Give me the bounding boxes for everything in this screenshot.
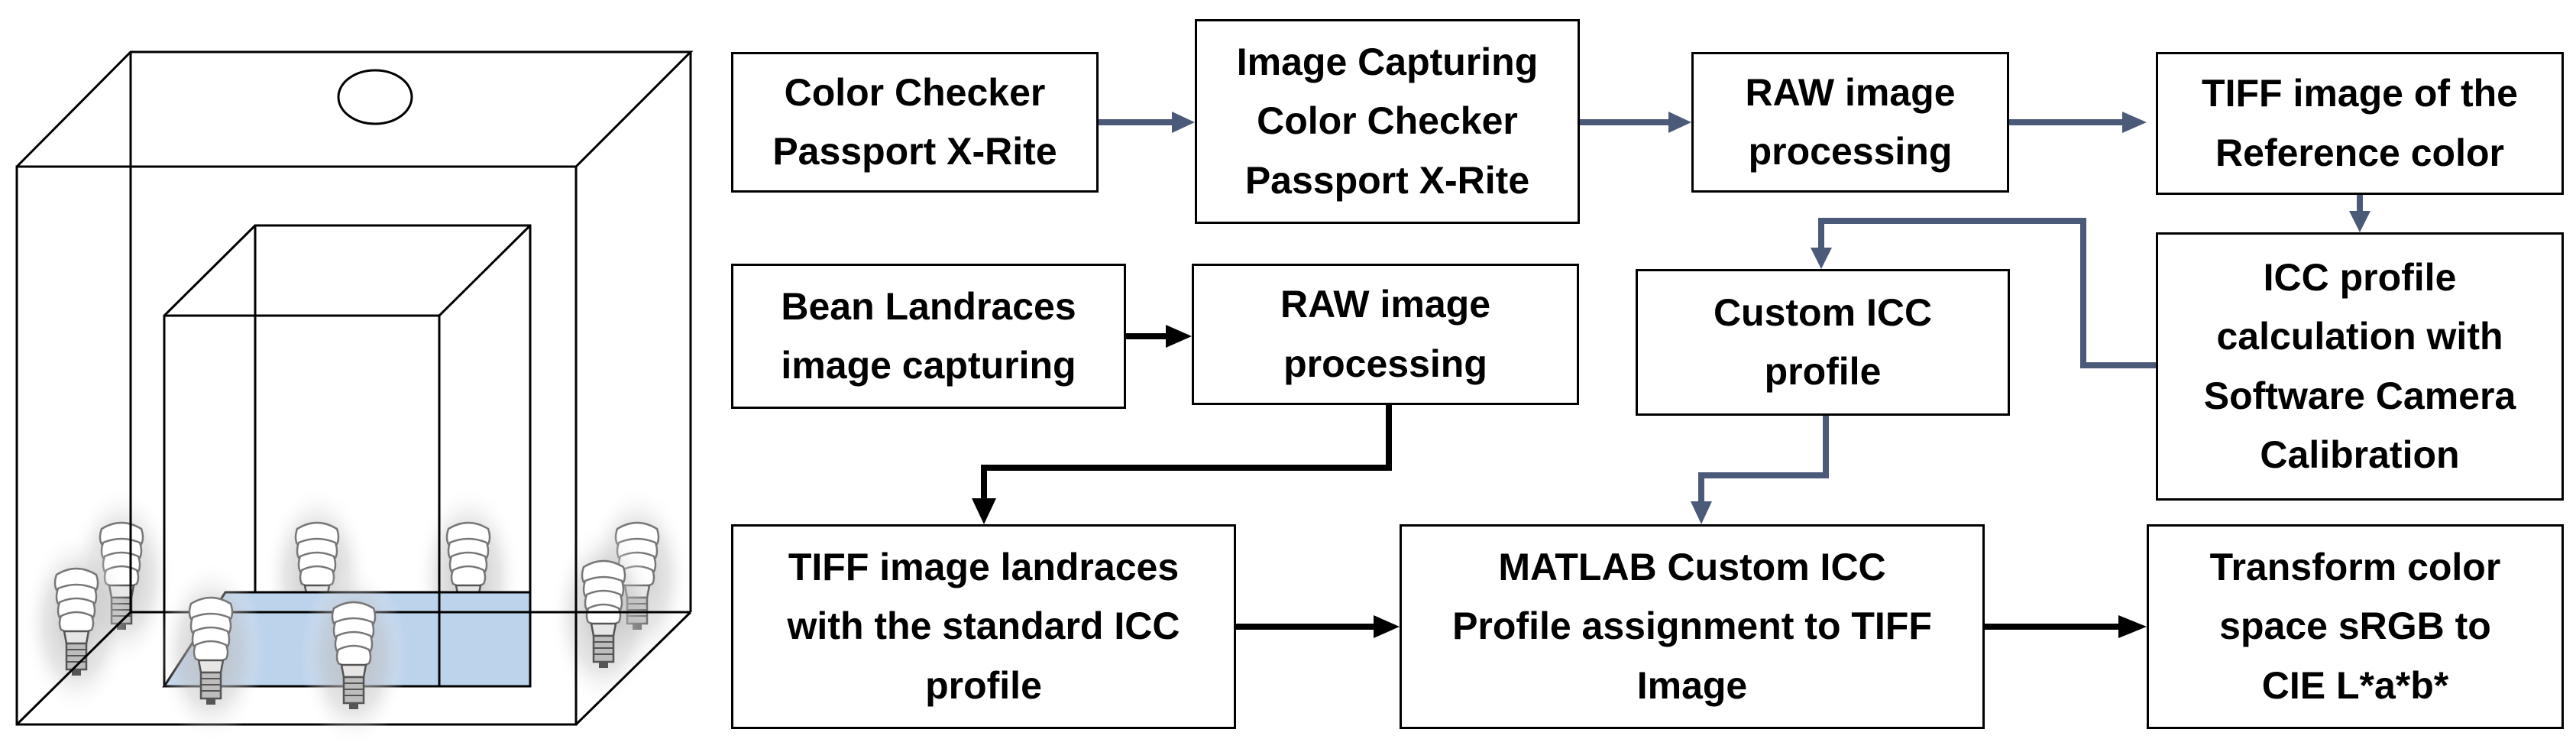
box-tiff-reference: TIFF image of the Reference color [2156, 52, 2564, 195]
cfl-bulb-icon [156, 559, 266, 745]
box-transform-color-space-label: Transform color space sRGB to CIE L*a*b* [2209, 545, 2501, 707]
box-raw-processing-bottom: RAW image processing [1192, 264, 1579, 405]
box-icc-calculation: ICC profile calculation with Software Ca… [2156, 232, 2564, 501]
cfl-bulb-icon [549, 522, 659, 708]
box-bean-capturing-label: Bean Landraces image capturing [781, 284, 1076, 387]
cfl-bulb-icon [299, 563, 409, 750]
box-icc-calculation-label: ICC profile calculation with Software Ca… [2203, 255, 2516, 477]
cfl-bulb-icon [21, 530, 131, 716]
box-matlab-assignment: MATLAB Custom ICC Profile assignment to … [1400, 524, 1985, 729]
arrowheads [972, 112, 2371, 638]
box-matlab-assignment-label: MATLAB Custom ICC Profile assignment to … [1452, 545, 1932, 707]
top-hole [337, 69, 413, 125]
inner-box [163, 224, 532, 686]
connectors [981, 119, 2363, 630]
box-raw-processing-top: RAW image processing [1691, 52, 2009, 193]
box-raw-processing-top-label: RAW image processing [1745, 70, 1956, 173]
box-tiff-reference-label: TIFF image of the Reference color [2202, 72, 2518, 174]
box-image-capturing-checker: Image Capturing Color Checker Passport X… [1195, 19, 1580, 224]
box-image-capturing-checker-label: Image Capturing Color Checker Passport X… [1236, 40, 1539, 202]
box-tiff-landraces: TIFF image landraces with the standard I… [731, 524, 1236, 729]
box-color-checker-label: Color Checker Passport X-Rite [772, 70, 1057, 173]
box-color-checker: Color Checker Passport X-Rite [731, 52, 1099, 193]
box-custom-icc-label: Custom ICC profile [1713, 290, 1933, 394]
box-custom-icc: Custom ICC profile [1636, 269, 2010, 416]
box-bean-capturing: Bean Landraces image capturing [731, 264, 1126, 409]
outer-box [15, 50, 694, 726]
box-raw-processing-bottom-label: RAW image processing [1280, 283, 1491, 385]
box-tiff-landraces-label: TIFF image landraces with the standard I… [787, 545, 1180, 707]
box-transform-color-space: Transform color space sRGB to CIE L*a*b* [2147, 524, 2564, 729]
